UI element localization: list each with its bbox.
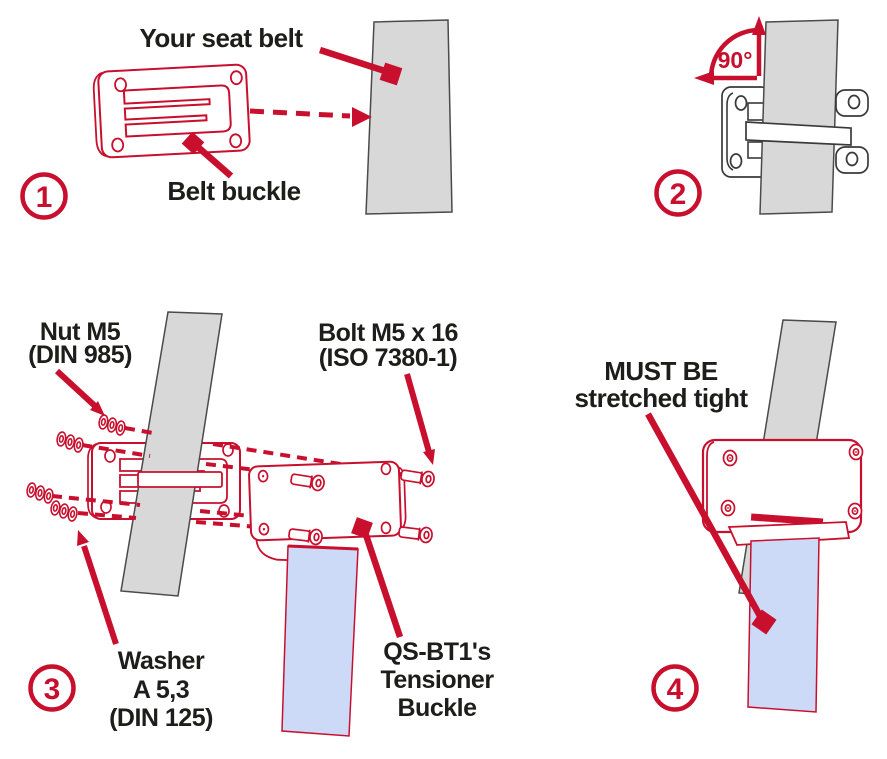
step-3-panel: Nut M5 (DIN 985) Bolt M5 x 16 (ISO 7380-… — [24, 311, 495, 737]
seat-belt-strip — [759, 19, 839, 215]
step-3-number: 3 — [44, 673, 61, 706]
step-2-number: 2 — [670, 178, 687, 211]
step-1-number-circle — [20, 172, 68, 220]
step-1-number: 1 — [36, 181, 53, 214]
step-1-panel: Your seat belt Belt buckle 1 — [20, 19, 453, 220]
belt-buckle-leader-arrow — [181, 131, 234, 179]
tensioner-strap — [281, 544, 359, 737]
bolt-glyph — [399, 466, 436, 489]
nut-washer-stack — [96, 413, 128, 437]
bolt-label-line2: (ISO 7380-1) — [319, 344, 458, 372]
tensioner-leader-arrow — [351, 517, 404, 639]
buckle-center-bar — [137, 471, 223, 488]
tensioner-label-line1: QS-BT1's — [383, 638, 491, 666]
tight-label-line1: MUST BE — [604, 356, 718, 386]
bolt-label-line1: Bolt M5 x 16 — [318, 319, 458, 347]
buckle-slot-cutout — [122, 84, 232, 138]
buckle-front-parts — [745, 89, 869, 174]
nut-washer-stack — [24, 481, 56, 505]
tight-label-line2: stretched tight — [574, 383, 748, 413]
tensioner-label-line3: Buckle — [398, 694, 478, 722]
tensioner-strap — [747, 537, 820, 713]
insert-direction-dashed-arrow — [249, 107, 372, 127]
tensioner-label-line2: Tensioner — [380, 666, 494, 694]
washer-label-line1: Washer — [118, 647, 205, 675]
bolt-glyph — [397, 523, 434, 545]
angle-90-annotation: 90° — [694, 16, 766, 85]
washer-leader-arrow — [77, 530, 119, 645]
washer-label-line3: (DIN 125) — [109, 704, 213, 732]
seat-belt-strip — [365, 19, 453, 215]
strap-fold-bar — [750, 513, 824, 526]
buckle-center-bar — [745, 121, 852, 146]
seat-belt-label: Your seat belt — [139, 23, 303, 53]
step-3-number-circle — [28, 664, 76, 712]
step-2-panel: 90° 2 — [654, 16, 869, 217]
step-4-number: 4 — [667, 673, 684, 706]
step-4-number-circle — [651, 664, 699, 712]
seat-belt-leader-arrow — [319, 46, 403, 86]
washer-label-line2: A 5,3 — [133, 676, 189, 704]
step-2-number-circle — [654, 169, 702, 217]
nut-label-line2: (DIN 985) — [28, 341, 132, 369]
tight-leader-arrow — [645, 412, 777, 635]
angle-90-label: 90° — [718, 47, 753, 73]
belt-buckle-label: Belt buckle — [167, 176, 300, 206]
nut-washer-stack — [48, 499, 80, 523]
nut-leader-arrow — [54, 368, 105, 416]
nut-washer-stack — [54, 430, 86, 454]
belt-buckle-drawing — [92, 63, 251, 159]
seat-belt-strip — [120, 311, 223, 597]
step-4-panel: MUST BE stretched tight 4 — [574, 319, 864, 713]
bolt-leader-arrow — [404, 373, 435, 465]
nut-label-line1: Nut M5 — [40, 318, 121, 346]
assembled-tensioner-buckle — [701, 438, 864, 546]
